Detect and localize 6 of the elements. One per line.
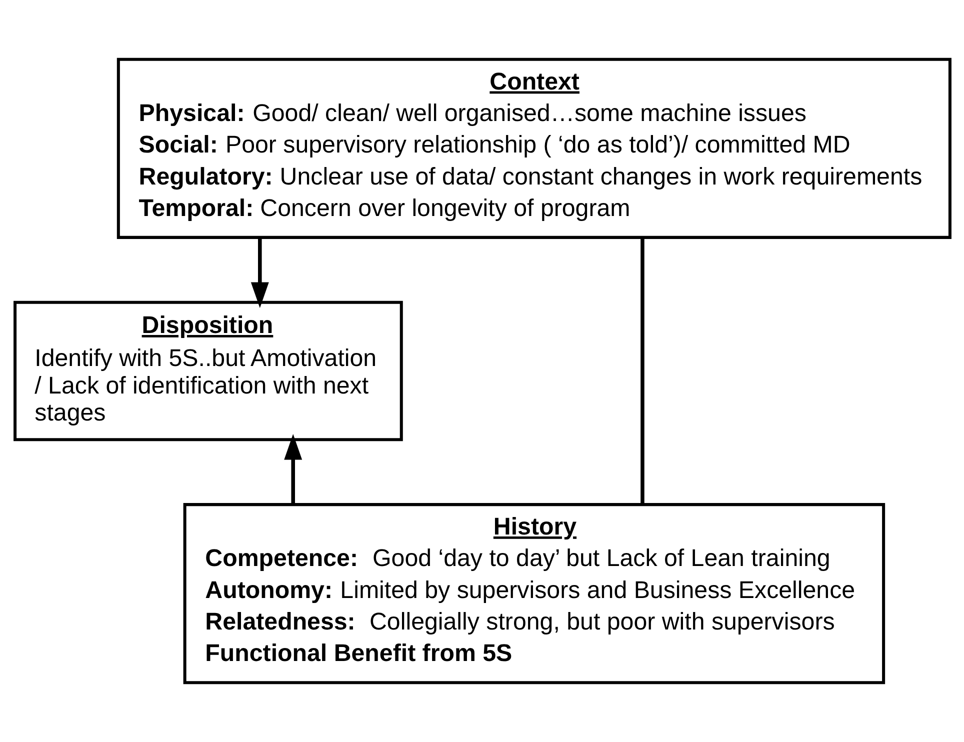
arrow — [250, 238, 268, 308]
node-box: Disposition Identify with 5S..but Amotivation / Lack of identification with next stages — [13, 300, 402, 442]
node-box: Context Physical: Good/ clean/ well organised…some machine issues Social: Poor supervisory relationship ( ‘do as told’)/ committed MD Regulatory: Unclear use of data/ constant changes in work requirements Temporal: Concern over longevity of program — [116, 58, 951, 239]
arrow — [284, 434, 302, 504]
node-box: History Competence: Good ‘day to day’ but Lack of Lean training Autonomy: Limited by supervisors and Business Excellence Relatedness: Collegially strong, but poor with supervisors Functional Benefit from 5S — [182, 503, 885, 684]
connector — [640, 238, 644, 504]
